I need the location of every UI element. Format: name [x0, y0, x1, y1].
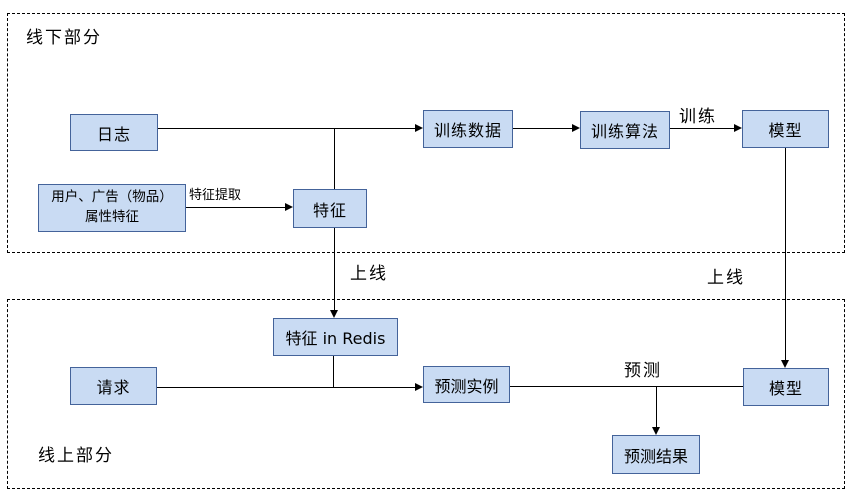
edge-trainingalgo-to-model [670, 128, 734, 129]
node-predict-result: 预测结果 [612, 435, 700, 474]
online-section-title: 线上部分 [38, 446, 114, 466]
node-training-algorithm: 训练算法 [580, 111, 670, 149]
arrowhead-into-trainingdata [415, 124, 423, 132]
node-training-algorithm-label: 训练算法 [590, 122, 659, 141]
offline-section-title: 线下部分 [26, 28, 102, 48]
online-section-box [7, 299, 845, 489]
node-predict-instance-label: 预测实例 [434, 376, 499, 396]
edge-logs-to-trainingdata [158, 128, 416, 129]
edge-trainingdata-to-trainingalgo [513, 128, 572, 129]
label-predict: 预测 [624, 361, 662, 381]
node-predict-instance: 预测实例 [423, 366, 510, 403]
node-logs-label: 日志 [96, 124, 131, 144]
node-feature-in-redis: 特征 in Redis [273, 318, 398, 356]
node-logs: 日志 [70, 114, 158, 151]
edge-predictinstance-to-model [510, 386, 743, 387]
node-user-attributes: 用户、广告（物品） 属性特征 [38, 184, 186, 232]
edge-branch-to-feature [334, 129, 335, 189]
edge-request-to-predictinstance [157, 387, 415, 388]
edge-redis-to-requestline [333, 356, 334, 387]
node-model-online-label: 模型 [768, 379, 803, 398]
node-feature: 特征 [293, 189, 367, 228]
node-user-attributes-line2: 属性特征 [85, 209, 139, 225]
node-model-online: 模型 [743, 368, 829, 406]
node-request: 请求 [70, 367, 157, 405]
edge-userattr-to-feature [186, 207, 285, 208]
label-deploy-left: 上线 [350, 264, 388, 284]
arrowhead-into-model-offline [734, 124, 742, 132]
node-model-offline: 模型 [742, 110, 829, 148]
edge-branch-to-predictresult [656, 386, 657, 427]
offline-section-box [7, 13, 845, 253]
arrowhead-into-model-online [781, 360, 789, 368]
edge-model-to-model [785, 148, 786, 360]
arrowhead-into-predictresult [652, 427, 660, 435]
label-deploy-right: 上线 [707, 268, 745, 288]
arrowhead-into-trainingalgo [572, 124, 580, 132]
label-feature-extract: 特征提取 [189, 188, 242, 203]
node-training-data-label: 训练数据 [433, 121, 502, 140]
node-feature-label: 特征 [312, 200, 347, 220]
edge-feature-to-redis [334, 228, 335, 311]
arrowhead-into-predictinstance [415, 383, 423, 391]
node-feature-in-redis-label: 特征 in Redis [285, 329, 386, 348]
node-request-label: 请求 [96, 378, 131, 397]
node-predict-result-label: 预测结果 [623, 446, 688, 466]
node-training-data: 训练数据 [423, 110, 513, 148]
arrowhead-into-feature [285, 203, 293, 211]
node-model-offline-label: 模型 [768, 121, 803, 140]
node-user-attributes-line1: 用户、广告（物品） [51, 189, 173, 206]
label-train: 训练 [679, 107, 717, 127]
arrowhead-into-feature-redis [330, 310, 338, 318]
